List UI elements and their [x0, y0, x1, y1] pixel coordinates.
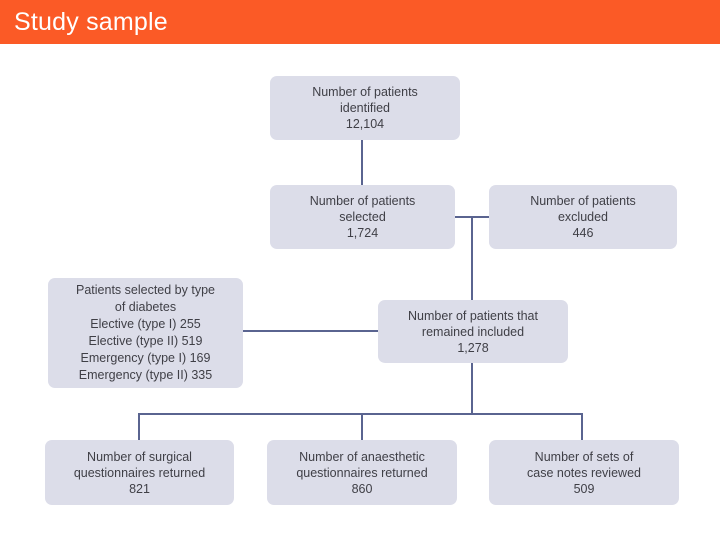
slide-title: Study sample [14, 8, 168, 36]
node-line: identified [339, 101, 391, 115]
node-line: excluded [557, 210, 609, 224]
node-value: 860 [351, 481, 373, 496]
node-breakdown-emergency-type-2: Emergency (type II) 335 [78, 368, 213, 382]
node-breakdown-elective-type-1: Elective (type I) 255 [90, 317, 201, 331]
node-breakdown-elective-type-2: Elective (type II) 519 [88, 334, 203, 348]
node-line: questionnaires returned [73, 465, 206, 480]
node-case-notes-reviewed[interactable]: Number of sets of case notes reviewed 50… [489, 440, 679, 505]
node-line: selected [339, 210, 386, 224]
node-line: remained included [421, 324, 525, 339]
node-patients-identified[interactable]: Number of patients identified 12,104 [270, 76, 460, 140]
node-value: 1,724 [346, 226, 379, 240]
node-patients-remained-included[interactable]: Number of patients that remained include… [378, 300, 568, 363]
node-value: 1,278 [457, 340, 489, 355]
node-anaesthetic-questionnaires-returned[interactable]: Number of anaesthetic questionnaires ret… [267, 440, 457, 505]
node-line: Number of sets of [534, 449, 634, 464]
slide-title-bar: Study sample [0, 0, 720, 44]
node-line: Patients selected by type [76, 283, 215, 297]
node-patients-by-diabetes-type[interactable]: Patients selected by type of diabetes El… [48, 278, 243, 388]
node-patients-selected[interactable]: Number of patients selected 1,724 [270, 185, 455, 249]
node-line: Number of patients that [408, 308, 538, 323]
node-value: 821 [129, 481, 150, 496]
node-value: 509 [573, 481, 595, 496]
node-line: Number of anaesthetic [299, 449, 425, 464]
node-value: 12,104 [345, 117, 385, 131]
node-surgical-questionnaires-returned[interactable]: Number of surgical questionnaires return… [45, 440, 234, 505]
node-line: Number of patients [309, 194, 416, 208]
node-patients-excluded[interactable]: Number of patients excluded 446 [489, 185, 677, 249]
node-line: Number of surgical [87, 449, 192, 464]
node-breakdown-emergency-type-1: Emergency (type I) 169 [80, 351, 211, 365]
node-line: of diabetes [114, 300, 177, 314]
node-line: questionnaires returned [296, 465, 428, 480]
node-line: Number of patients [312, 85, 418, 99]
node-line: case notes reviewed [527, 465, 641, 480]
node-value: 446 [572, 226, 594, 240]
node-line: Number of patients [530, 194, 636, 208]
